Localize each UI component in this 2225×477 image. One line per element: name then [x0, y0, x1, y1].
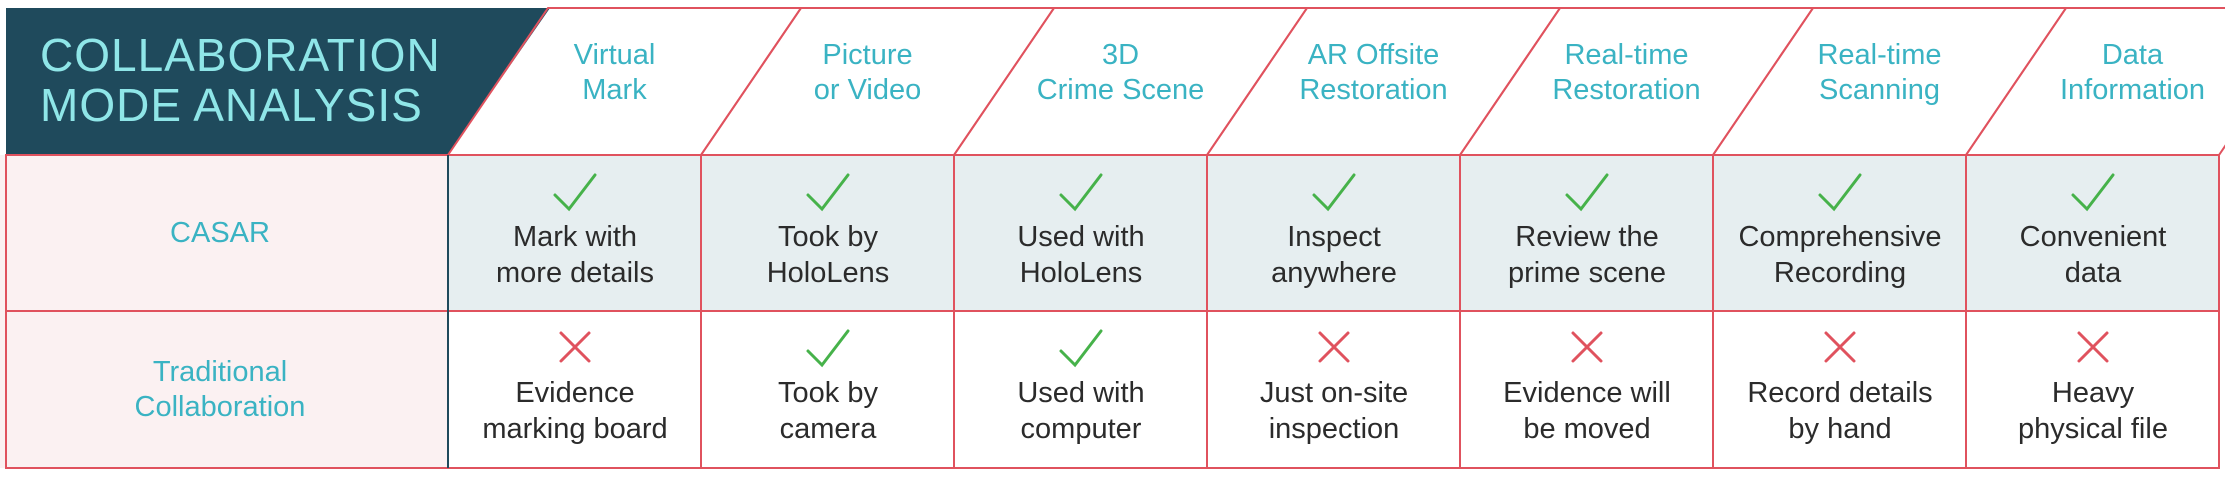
check-icon	[806, 329, 850, 368]
column-header-6-line-2: Scanning	[1819, 74, 1940, 106]
cell-text-line-1: Convenient	[2019, 221, 2167, 253]
table-cell: Took by camera	[702, 325, 954, 447]
cell-text-line-1: Evidence	[515, 377, 635, 409]
cell-text-line-2: HoloLens	[766, 257, 890, 289]
cross-icon	[2077, 331, 2109, 363]
cell-text-line-2: more details	[496, 257, 654, 289]
cell-text-line-1: Mark with	[512, 221, 638, 253]
cell-text-line-1: Just on-site	[1259, 377, 1409, 409]
check-icon	[1565, 173, 1609, 212]
cell-text-line-2: data	[2064, 257, 2122, 289]
column-header-3-line-1: 3D	[1101, 39, 1140, 71]
cell-text-line-1: Record details	[1747, 377, 1933, 409]
table-cell: Used with computer	[955, 325, 1207, 447]
row-label-1: CASAR	[0, 155, 440, 311]
column-header-7-line-1: Data	[2101, 39, 2164, 71]
cell-text-line-2: physical file	[2018, 413, 2168, 445]
cross-icon	[559, 331, 591, 363]
column-header-3-line-2: Crime Scene	[1036, 74, 1205, 106]
table-cell: Took by HoloLens	[702, 169, 954, 291]
table-title: COLLABORATION MODE ANALYSIS	[40, 30, 441, 130]
cell-text-line-2: be moved	[1523, 413, 1651, 445]
check-icon	[1059, 329, 1103, 368]
table-cell: Record details by hand	[1714, 325, 1966, 447]
check-icon	[1818, 173, 1862, 212]
check-icon	[1059, 173, 1103, 212]
column-header-7-line-2: Information	[2059, 74, 2206, 106]
cell-text-line-1: Took by	[778, 221, 878, 253]
cell-text-line-1: Heavy	[2051, 377, 2135, 409]
title-line-2: MODE ANALYSIS	[40, 79, 423, 131]
table-cell: Review the prime scene	[1461, 169, 1713, 291]
cell-text-line-2: inspection	[1268, 413, 1400, 445]
table-cell: Convenient data	[1967, 169, 2219, 291]
cell-text-line-1: Inspect	[1287, 221, 1381, 253]
cell-text-line-1: Review the	[1515, 221, 1659, 253]
check-icon	[1312, 173, 1356, 212]
column-header-1-line-1: Virtual	[573, 39, 656, 71]
check-icon	[2071, 173, 2115, 212]
table-cell: Evidence will be moved	[1461, 325, 1713, 447]
row-label-1-line-1: CASAR	[170, 216, 270, 249]
cell-text-line-2: computer	[1020, 413, 1142, 445]
cell-text-line-2: prime scene	[1508, 257, 1666, 289]
table-cell: Evidence marking board	[449, 325, 701, 447]
cell-text-line-2: Recording	[1773, 257, 1907, 289]
column-header-5-line-1: Real-time	[1564, 39, 1689, 71]
column-header-1-line-2: Mark	[582, 74, 647, 106]
column-header-4-line-2: Restoration	[1299, 74, 1448, 106]
cross-icon	[1824, 331, 1856, 363]
cell-text-line-1: Took by	[778, 377, 878, 409]
column-header-6-line-1: Real-time	[1817, 39, 1942, 71]
cell-text-line-2: HoloLens	[1019, 257, 1143, 289]
row-label-2-line-1: Traditional	[152, 355, 288, 388]
cell-text-line-1: Used with	[1017, 221, 1145, 253]
column-header-2-line-1: Picture	[822, 39, 913, 71]
casar-row-background	[448, 155, 2219, 311]
column-header-5-line-2: Restoration	[1552, 74, 1701, 106]
cell-text-line-2: marking board	[482, 413, 668, 445]
cell-text-line-1: Used with	[1017, 377, 1145, 409]
cell-text-line-2: by hand	[1788, 413, 1892, 445]
check-icon	[806, 173, 850, 212]
table-cell: Inspect anywhere	[1208, 169, 1460, 291]
column-header-2-line-2: or Video	[813, 74, 922, 106]
column-header-4-line-1: AR Offsite	[1307, 39, 1440, 71]
cell-text-line-1: Comprehensive	[1738, 221, 1942, 253]
cell-text-line-2: camera	[779, 413, 877, 445]
cell-text-line-2: anywhere	[1271, 257, 1397, 289]
cell-text-line-1: Evidence will	[1503, 377, 1671, 409]
row-label-2-line-2: Collaboration	[134, 390, 306, 423]
table-cell: Just on-site inspection	[1208, 325, 1460, 447]
table-cell: Mark with more details	[449, 169, 701, 291]
title-banner	[6, 8, 550, 155]
cross-icon	[1318, 331, 1350, 363]
cross-icon	[1571, 331, 1603, 363]
check-icon	[553, 173, 597, 212]
table-cell: Heavy physical file	[1967, 325, 2219, 447]
title-line-1: COLLABORATION	[40, 29, 441, 81]
